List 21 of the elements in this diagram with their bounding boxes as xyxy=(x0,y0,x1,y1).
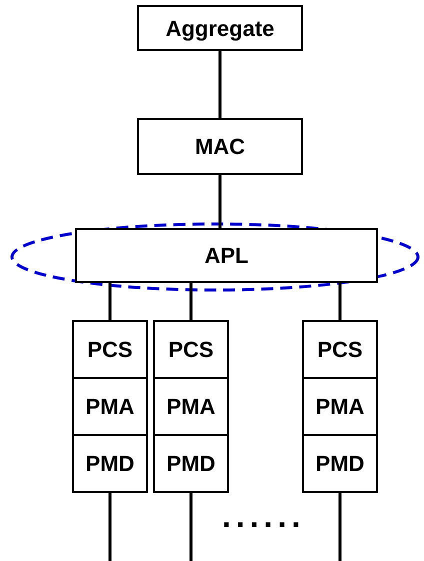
ellipsis-label: ...... xyxy=(222,500,306,532)
layer-box: PMD xyxy=(72,434,148,493)
connector-line xyxy=(108,283,112,320)
layer-box: PMD xyxy=(302,434,378,493)
layer-box: APL xyxy=(75,228,378,283)
layer-box: PMA xyxy=(153,377,229,436)
layer-box: PMD xyxy=(153,434,229,493)
connector-line xyxy=(218,51,222,118)
layer-box: PCS xyxy=(302,320,378,379)
connector-line xyxy=(108,493,112,561)
connector-line xyxy=(338,493,342,561)
layer-box: PCS xyxy=(153,320,229,379)
connector-line xyxy=(218,175,222,228)
layer-box: PMA xyxy=(302,377,378,436)
connector-line xyxy=(338,283,342,320)
layer-box: PMA xyxy=(72,377,148,436)
layer-box: MAC xyxy=(137,118,303,175)
connector-line xyxy=(190,283,192,320)
layer-box: PCS xyxy=(72,320,148,379)
connector-line xyxy=(190,493,192,561)
layer-box: Aggregate xyxy=(137,5,303,51)
